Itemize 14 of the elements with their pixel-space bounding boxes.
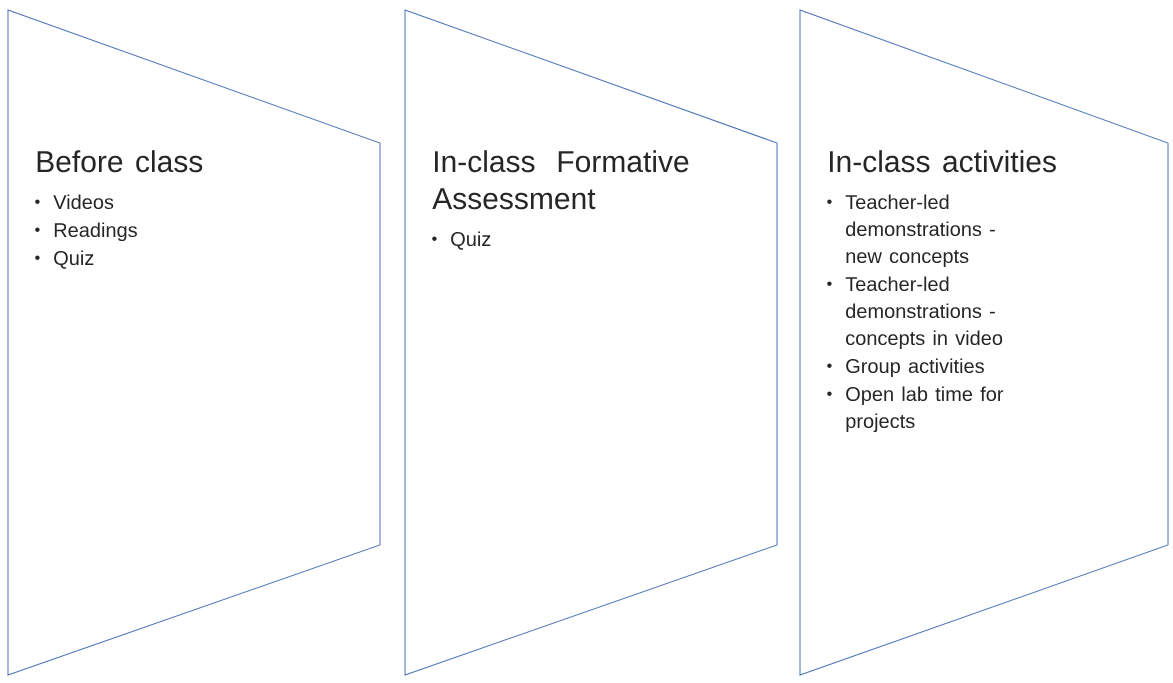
bullet-item: Videos [53, 194, 114, 210]
stage-panel [799, 9, 1169, 676]
bullet-item: Quiz [54, 250, 94, 269]
bullet-item: Teacher-led demonstrations - new concepts [845, 194, 995, 268]
heading: Before class [37, 150, 203, 173]
bullet-item: Group activities [846, 358, 984, 378]
stage-panel [404, 9, 778, 676]
stage-panel [7, 9, 381, 676]
bullet-item: Teacher-led demonstrations - concepts in video [845, 276, 1003, 350]
heading: In-class Formative Assessment [432, 150, 689, 210]
heading: In-class activities [830, 150, 1056, 173]
bullet-item: Readings [54, 222, 137, 242]
bullet-item: Quiz [451, 231, 491, 250]
bullet-item: Open lab time for projects [846, 386, 1004, 433]
